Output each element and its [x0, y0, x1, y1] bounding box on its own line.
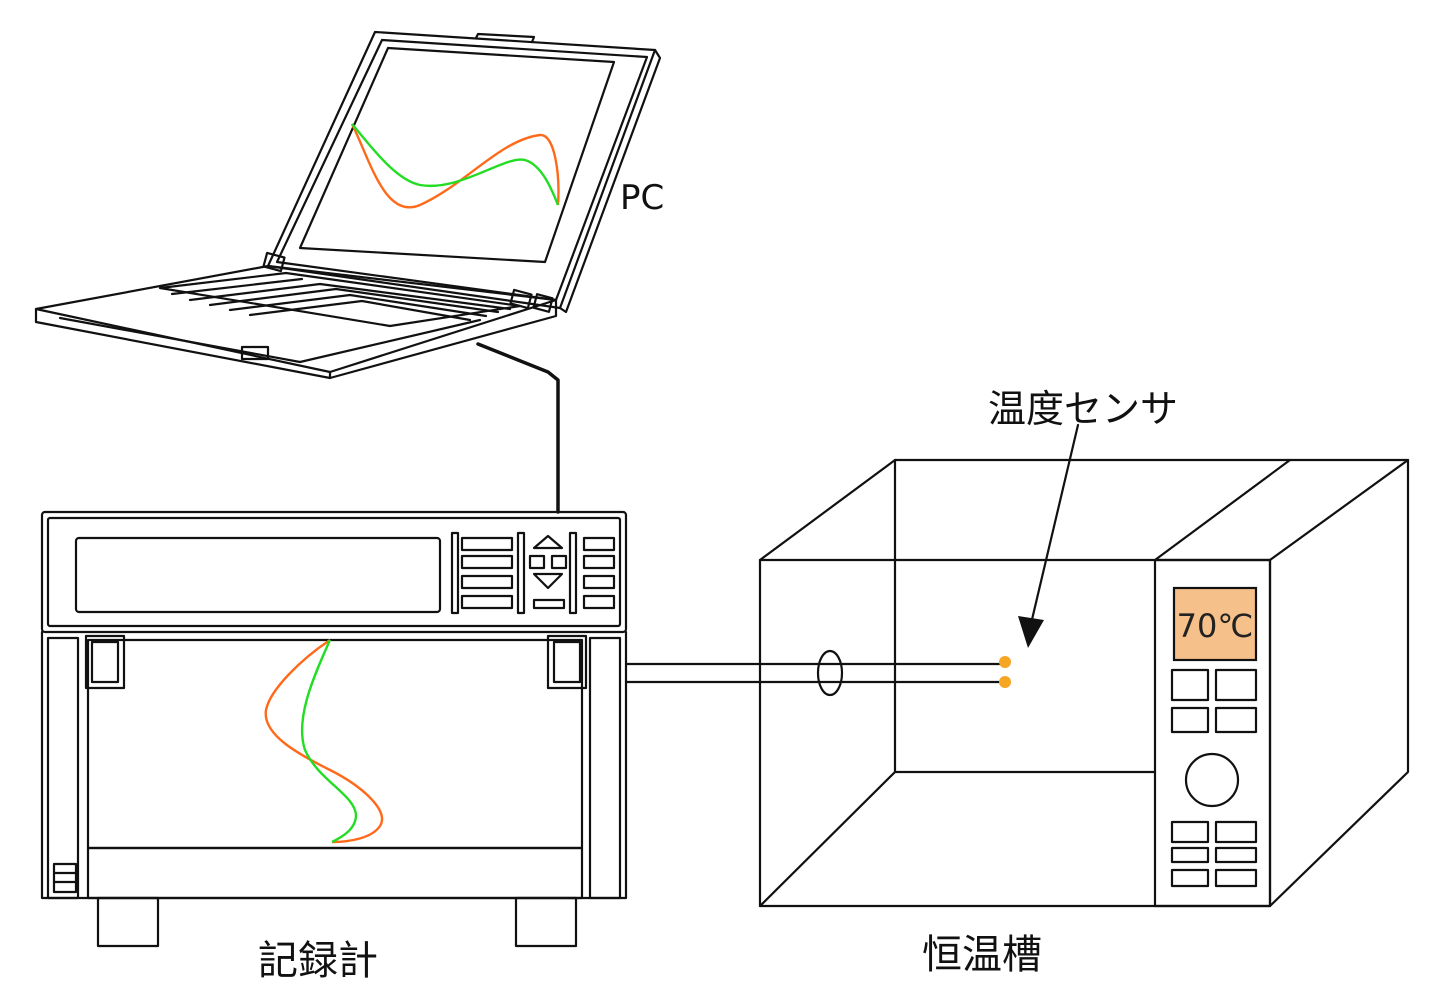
chamber-button[interactable] [1170, 820, 1210, 844]
recorder [40, 510, 628, 948]
chamber-button[interactable] [1170, 846, 1210, 864]
laptop-screen [298, 46, 616, 264]
chamber-label: 恒温槽 [922, 932, 1042, 978]
pc-label: PC [620, 178, 665, 218]
recorder-vent-icon [52, 862, 78, 894]
sensor-cable [624, 649, 1002, 697]
chamber-button[interactable] [1170, 868, 1210, 888]
recorder-display-window [74, 536, 442, 614]
screen-trace-green [351, 123, 560, 206]
laptop-screen-traces [350, 123, 560, 209]
chamber-button[interactable] [1214, 846, 1258, 864]
chamber-button[interactable] [1214, 820, 1258, 844]
recorder-chart-paper [86, 638, 584, 850]
chamber-temp-display [1172, 586, 1258, 662]
chamber-button[interactable] [1214, 706, 1258, 734]
constant-temperature-chamber [758, 458, 1410, 908]
chamber-control-panel [1153, 558, 1272, 908]
sensor-pointer-arrow [1018, 423, 1080, 648]
laptop-pc [34, 30, 662, 514]
sensor-tip [999, 676, 1011, 688]
sensor-tip [999, 656, 1011, 668]
temperature-sensor [999, 656, 1011, 688]
chamber-button[interactable] [1214, 868, 1258, 888]
screen-trace-orange [350, 123, 560, 209]
chamber-dial[interactable] [1184, 752, 1240, 808]
chamber-temp-value: 70℃ [1176, 607, 1254, 645]
recorder-trace-green [300, 639, 358, 844]
chamber-button[interactable] [1214, 668, 1258, 702]
recorder-trace-orange [264, 639, 384, 844]
chamber-button[interactable] [1170, 668, 1210, 702]
recorder-label: 記録計 [258, 938, 378, 984]
chamber-button[interactable] [1170, 706, 1210, 734]
sensor-label: 温度センサ [988, 387, 1179, 431]
